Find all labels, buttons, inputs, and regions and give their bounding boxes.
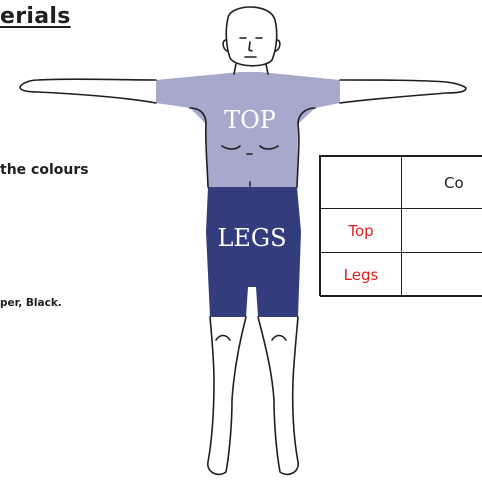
table-answer-cell[interactable]: [402, 253, 482, 297]
table-row: Top: [321, 209, 482, 253]
table-column-header: Co: [402, 157, 482, 209]
colour-table: Co Top Legs: [319, 155, 482, 296]
top-label: TOP: [224, 106, 276, 134]
legs-region: [206, 187, 301, 317]
table-row-label: Top: [321, 209, 402, 253]
table-row: Legs: [321, 253, 482, 297]
table-answer-cell[interactable]: [402, 209, 482, 253]
colour-table-grid: Co Top Legs: [320, 156, 482, 297]
legs-label: LEGS: [217, 224, 286, 252]
table-header-row: Co: [321, 157, 482, 209]
table-row-label: Legs: [321, 253, 402, 297]
table-corner-cell: [321, 157, 402, 209]
